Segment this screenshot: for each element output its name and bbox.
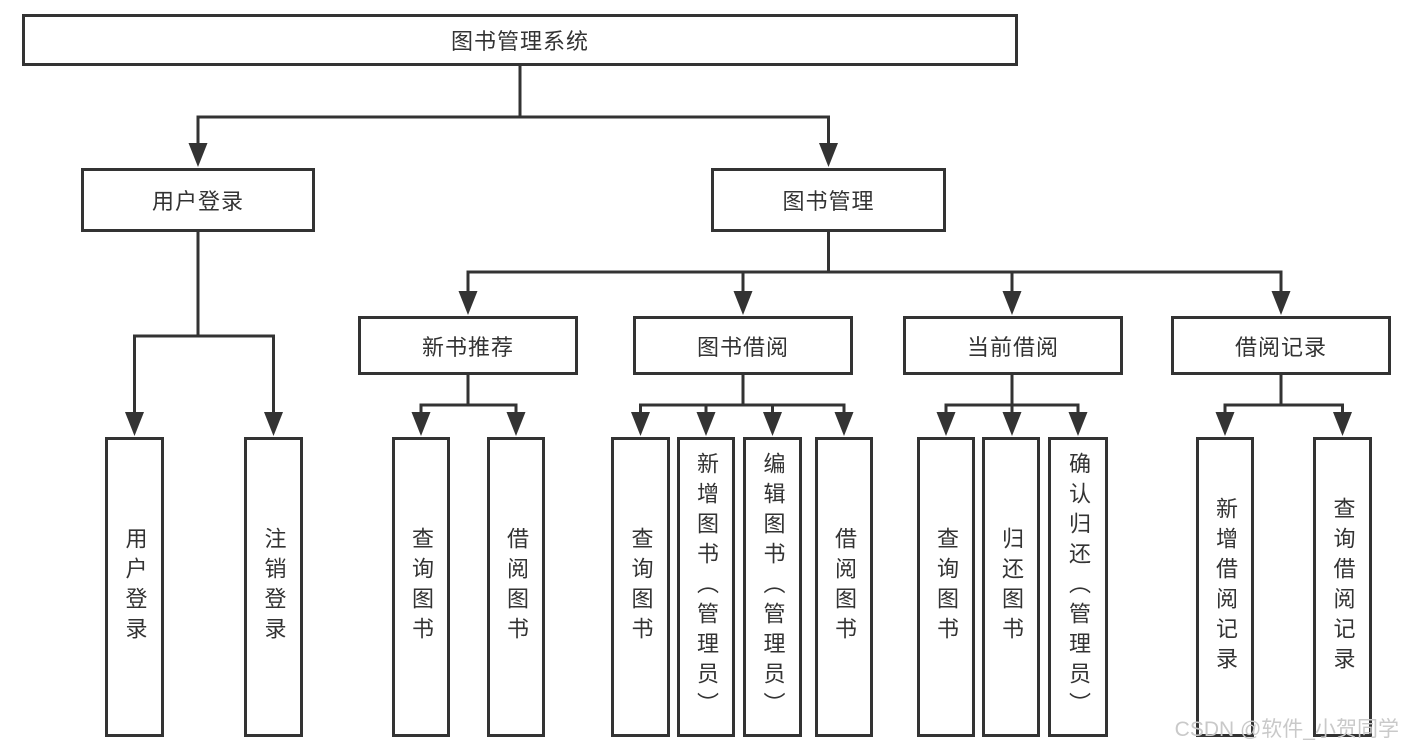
node-label: 查询借阅记录 bbox=[1330, 497, 1356, 677]
leaf-recommend-borrow-books: 借阅图书 bbox=[487, 437, 545, 737]
node-label: 查询图书 bbox=[409, 527, 434, 647]
node-label: 查询图书 bbox=[628, 527, 654, 647]
node-label: 借阅图书 bbox=[832, 527, 857, 647]
arrowheads bbox=[125, 143, 1352, 436]
node-new-book-recommend: 新书推荐 bbox=[358, 316, 578, 375]
node-label: 确认归还（管理员） bbox=[1066, 452, 1091, 722]
node-label: 借阅记录 bbox=[1234, 334, 1327, 360]
node-label: 查询图书 bbox=[934, 527, 959, 647]
leaf-logout: 注销登录 bbox=[244, 437, 303, 737]
node-label: 注销登录 bbox=[261, 527, 287, 647]
leaf-current-query-books: 查询图书 bbox=[917, 437, 975, 737]
leaf-borrow-query-books: 查询图书 bbox=[611, 437, 670, 737]
leaf-edit-books-admin: 编辑图书（管理员） bbox=[743, 437, 802, 737]
node-label: 编辑图书（管理员） bbox=[760, 452, 786, 722]
node-label: 借阅图书 bbox=[504, 527, 529, 647]
node-book-borrow: 图书借阅 bbox=[633, 316, 853, 375]
csdn-watermark: CSDN @软件_小贺同学 bbox=[1174, 718, 1399, 741]
node-label: 新增借阅记录 bbox=[1213, 497, 1238, 677]
node-label: 图书借阅 bbox=[696, 334, 789, 360]
node-user-login: 用户登录 bbox=[81, 168, 315, 232]
node-label: 当前借阅 bbox=[966, 334, 1059, 360]
leaf-add-borrow-record: 新增借阅记录 bbox=[1196, 437, 1254, 737]
leaf-recommend-query-books: 查询图书 bbox=[392, 437, 450, 737]
leaf-add-books-admin: 新增图书（管理员） bbox=[677, 437, 735, 737]
node-label: 新增图书（管理员） bbox=[694, 452, 719, 722]
node-label: 新书推荐 bbox=[421, 334, 514, 360]
node-label: 图书管理系统 bbox=[450, 29, 589, 54]
leaf-return-books: 归还图书 bbox=[982, 437, 1040, 737]
leaf-user-login: 用户登录 bbox=[105, 437, 164, 737]
node-borrow-records: 借阅记录 bbox=[1171, 316, 1391, 375]
leaf-query-borrow-record: 查询借阅记录 bbox=[1313, 437, 1372, 737]
node-label: 用户登录 bbox=[151, 189, 244, 214]
node-label: 图书管理 bbox=[782, 189, 875, 214]
leaf-confirm-return-admin: 确认归还（管理员） bbox=[1048, 437, 1108, 737]
node-label: 用户登录 bbox=[122, 527, 148, 647]
leaf-borrow-books: 借阅图书 bbox=[815, 437, 873, 737]
node-label: 归还图书 bbox=[999, 527, 1024, 647]
node-book-management: 图书管理 bbox=[711, 168, 946, 232]
node-root-system: 图书管理系统 bbox=[22, 14, 1018, 66]
node-current-borrow: 当前借阅 bbox=[903, 316, 1123, 375]
